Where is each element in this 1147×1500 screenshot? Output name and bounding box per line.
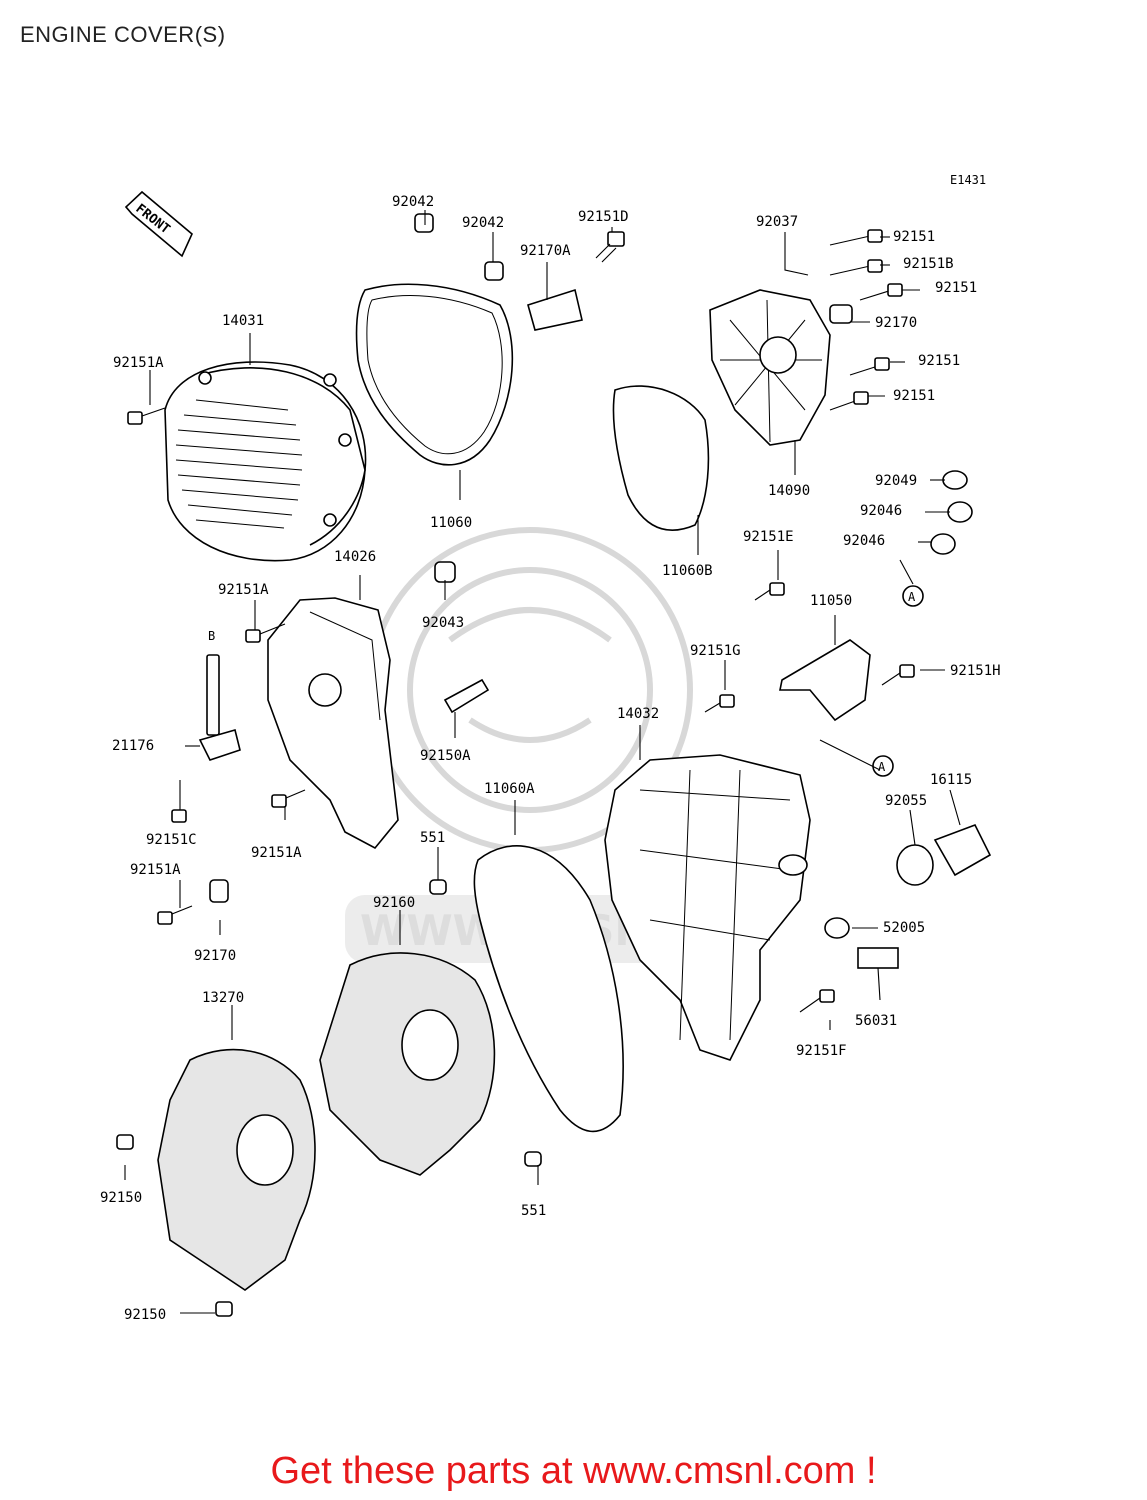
front-arrow-icon: FRONT — [124, 190, 193, 258]
part-label: 92151B — [903, 256, 954, 272]
part-label: 14031 — [222, 313, 264, 329]
part-label: 92151A — [251, 845, 302, 861]
part-label: 92046 — [860, 503, 902, 519]
part-label: 92151A — [218, 582, 269, 598]
part-label: 21176 — [112, 738, 154, 754]
gasket-11060 — [355, 283, 514, 466]
part-label: 551 — [521, 1203, 546, 1219]
pin-92150a — [443, 678, 490, 714]
part-label: 551 — [420, 830, 445, 846]
o-ring-92055 — [896, 844, 934, 886]
part-label: 14026 — [334, 549, 376, 565]
part-label: 92170 — [194, 948, 236, 964]
part-label: 92170 — [875, 315, 917, 331]
part-label: 92037 — [756, 214, 798, 230]
dowel-551-b — [524, 1151, 542, 1167]
part-label: 11060B — [662, 563, 713, 579]
cover-92160 — [319, 952, 496, 1176]
part-label: 92151C — [146, 832, 197, 848]
part-label: 92151D — [578, 209, 629, 225]
gasket-11060a — [473, 845, 624, 1133]
part-label: 92151 — [893, 229, 935, 245]
part-label: 92042 — [392, 194, 434, 210]
part-label: 92151 — [893, 388, 935, 404]
part-label: 92151 — [918, 353, 960, 369]
leader-lines — [124, 210, 961, 1314]
svg-text:A: A — [878, 760, 886, 774]
part-label: 13270 — [202, 990, 244, 1006]
dowel-92042-b — [484, 261, 504, 281]
dowel-92043 — [434, 561, 456, 583]
cover-14026 — [267, 597, 399, 850]
plug-seals-92049-92046 — [930, 470, 973, 555]
part-label: 92151 — [935, 280, 977, 296]
part-label: 92151E — [743, 529, 794, 545]
part-label: 92151A — [113, 355, 164, 371]
cover-14090 — [709, 289, 831, 446]
generator-cover-14031 — [164, 361, 367, 562]
dowel-92042-a — [414, 213, 434, 233]
part-label: 92160 — [373, 895, 415, 911]
part-label: 14032 — [617, 706, 659, 722]
part-label: 56031 — [855, 1013, 897, 1029]
dowel-551-a — [429, 879, 447, 895]
part-label: 92046 — [843, 533, 885, 549]
bolt-92151d — [595, 231, 625, 263]
callout-a-lower: A — [872, 755, 894, 777]
part-label: 92150 — [100, 1190, 142, 1206]
gasket-11060b — [612, 385, 710, 531]
part-label: 92151H — [950, 663, 1001, 679]
part-label: 92151A — [130, 862, 181, 878]
oil-seal-52005 — [824, 917, 850, 939]
part-label: 11060 — [430, 515, 472, 531]
part-label: 92042 — [462, 215, 504, 231]
part-label: 16115 — [930, 772, 972, 788]
bolt-set-92151-right — [829, 229, 903, 411]
part-label: 92151F — [796, 1043, 847, 1059]
page-title: ENGINE COVER(S) — [20, 22, 226, 47]
part-label: 11060A — [484, 781, 535, 797]
part-label: 92055 — [885, 793, 927, 809]
bracket-11050 — [779, 639, 871, 722]
part-label: 92150 — [124, 1307, 166, 1323]
clamp-92170a — [527, 288, 583, 331]
svg-text:A: A — [908, 590, 916, 604]
part-label: 92170A — [520, 243, 571, 259]
callout-a-upper: A — [902, 585, 924, 607]
part-label: 52005 — [883, 920, 925, 936]
footer-link[interactable]: Get these parts at www.cmsnl.com ! — [270, 1450, 877, 1492]
clutch-cover-14032 — [604, 754, 811, 1061]
sensor-21176 — [198, 654, 241, 761]
part-label: 11050 — [810, 593, 852, 609]
oil-filler-cap-16115 — [933, 823, 992, 877]
part-label: 92049 — [875, 473, 917, 489]
part-label: 92151G — [690, 643, 741, 659]
part-label: 92150A — [420, 748, 471, 764]
marker-b: B — [208, 629, 215, 643]
part-label: 92043 — [422, 615, 464, 631]
label-plate-56031 — [857, 947, 899, 969]
part-label: 14090 — [768, 483, 810, 499]
bolt-set — [116, 407, 915, 1317]
cover-13270 — [157, 1048, 316, 1291]
part-labels: 92042 92042 92151D 92170A 92037 92151 92… — [100, 194, 1001, 1323]
diagram-code: E1431 — [950, 173, 986, 187]
